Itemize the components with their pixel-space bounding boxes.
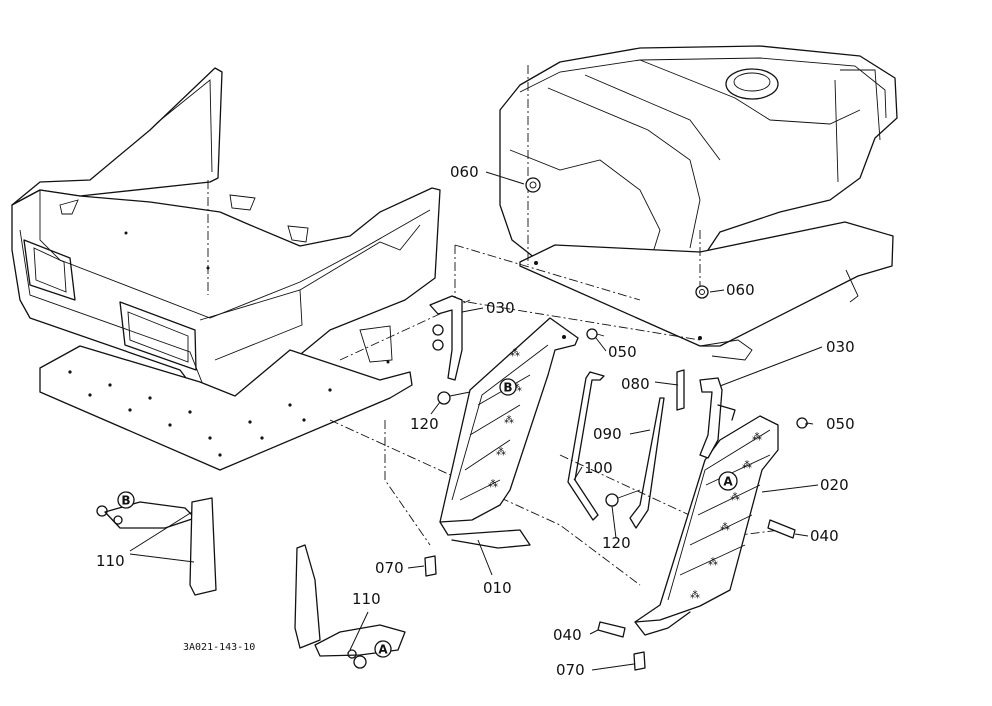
bolt-050-right — [796, 417, 814, 429]
svg-text:⁂: ⁂ — [720, 522, 730, 533]
marker-b-lower: B — [117, 491, 135, 509]
bolt-050-left — [586, 328, 605, 340]
callout-labels: 060 060 030 030 050 050 080 090 100 120 … — [96, 163, 855, 679]
bolt-120-right — [605, 489, 641, 507]
svg-text:A: A — [723, 475, 733, 489]
svg-text:⁂: ⁂ — [496, 447, 506, 458]
callout-030-left: 030 — [486, 299, 515, 317]
callout-050-left: 050 — [608, 343, 637, 361]
bracket-030-right — [699, 377, 736, 459]
callout-060-upper: 060 — [450, 163, 479, 181]
rod-100 — [567, 371, 605, 521]
callout-070-left: 070 — [375, 559, 404, 577]
pin-040-bottom — [597, 621, 626, 638]
tank-base-plate — [519, 221, 894, 361]
svg-text:⁂: ⁂ — [742, 460, 752, 471]
callout-020: 020 — [820, 476, 849, 494]
bolt-120-left — [437, 391, 471, 405]
bracket-110-left — [96, 497, 217, 596]
rod-090 — [629, 397, 665, 529]
callout-060-lower: 060 — [726, 281, 755, 299]
callout-120-left: 120 — [410, 415, 439, 433]
svg-text:B: B — [121, 494, 130, 508]
svg-text:⁂: ⁂ — [690, 590, 700, 601]
callout-030-right: 030 — [826, 338, 855, 356]
svg-text:B: B — [503, 381, 512, 395]
callout-070-right: 070 — [556, 661, 585, 679]
svg-text:⁂: ⁂ — [488, 479, 498, 490]
bolt-070-left — [424, 555, 437, 577]
marker-a-lower: A — [374, 640, 392, 658]
callout-010: 010 — [483, 579, 512, 597]
svg-text:A: A — [378, 643, 388, 657]
bottom-plate — [39, 345, 413, 471]
svg-text:⁂: ⁂ — [708, 557, 718, 568]
callout-040-right: 040 — [810, 527, 839, 545]
svg-text:⁂: ⁂ — [512, 383, 522, 394]
svg-text:⁂: ⁂ — [510, 348, 520, 359]
callout-090: 090 — [593, 425, 622, 443]
pin-040-right — [767, 519, 796, 539]
marker-a-upper: A — [718, 471, 738, 491]
bolt-070-right — [633, 651, 646, 671]
figure-code: 3A021-143-10 — [183, 642, 255, 653]
left-side-panel: ⁂ ⁂ ⁂ ⁂ ⁂ — [439, 317, 579, 549]
svg-text:⁂: ⁂ — [752, 432, 762, 443]
svg-text:⁂: ⁂ — [504, 415, 514, 426]
right-side-panel: ⁂ ⁂ ⁂ ⁂ ⁂ ⁂ — [634, 415, 779, 636]
rod-080 — [676, 369, 685, 411]
bracket-030-left — [429, 295, 463, 381]
callout-050-right: 050 — [826, 415, 855, 433]
callout-120-right: 120 — [602, 534, 631, 552]
hood-grille — [11, 67, 441, 411]
callout-080: 080 — [621, 375, 650, 393]
marker-b-upper: B — [499, 378, 517, 396]
callout-110-right: 110 — [352, 590, 381, 608]
svg-text:⁂: ⁂ — [730, 492, 740, 503]
nut-060-right — [695, 285, 709, 299]
leader-lines — [129, 171, 823, 671]
callout-110-left: 110 — [96, 552, 125, 570]
callout-040-lower: 040 — [553, 626, 582, 644]
nut-060-left — [525, 177, 541, 193]
callout-100: 100 — [584, 459, 613, 477]
